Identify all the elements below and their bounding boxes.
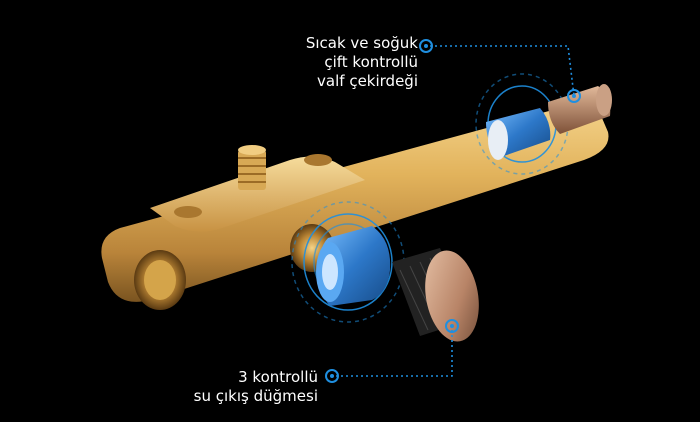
bottom-callout-dot-icon xyxy=(325,369,339,383)
callout-text-line: Sıcak ve soğuk xyxy=(305,34,418,52)
bottom-leader-line xyxy=(336,330,453,377)
callout-markers xyxy=(325,39,581,383)
top-leader-line xyxy=(430,45,575,97)
bottom-target-dot-icon xyxy=(445,319,459,333)
outlet-button-callout: 3 kontrollü su çıkış düğmesi xyxy=(190,368,318,406)
callout-text-line: su çıkış düğmesi xyxy=(193,387,318,405)
top-target-dot-icon xyxy=(567,89,581,103)
callout-text-line: 3 kontrollü xyxy=(238,368,318,386)
valve-core-callout: Sıcak ve soğuk çift kontrollü valf çekir… xyxy=(292,34,418,91)
callout-text-line: çift kontrollü xyxy=(324,53,418,71)
callout-text-line: valf çekirdeği xyxy=(317,72,418,90)
top-callout-dot-icon xyxy=(419,39,433,53)
callout-leader-lines xyxy=(336,45,575,377)
